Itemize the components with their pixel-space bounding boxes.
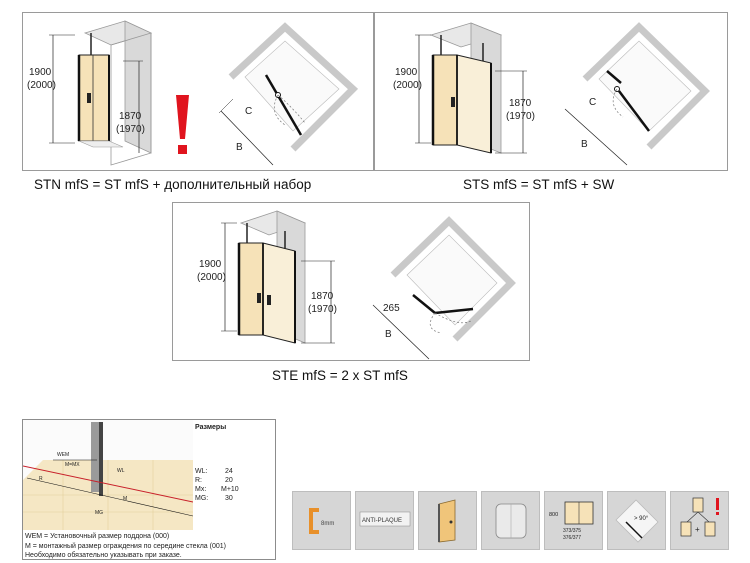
- dimension-800: 800: [549, 512, 558, 518]
- legend-line-wem: WEM = Установочный размер поддона (000): [25, 533, 170, 540]
- label-m: M: [123, 496, 127, 502]
- anti-plaque-tile: ANTI-PLAQUE: [355, 491, 414, 550]
- opening-angle-text: > 90°: [634, 516, 649, 522]
- size-r-value: 20: [225, 477, 233, 484]
- opening-angle-icon: > 90°: [615, 499, 659, 543]
- legend-line-m: M = монтажный размер ограждения по серед…: [25, 542, 226, 550]
- legend-line-note: Необходимо обязательно указывать при зак…: [25, 552, 182, 559]
- ste-label-b: B: [385, 329, 392, 340]
- glass-thickness-icon: 8mm: [309, 508, 334, 534]
- combination-icon: +: [680, 497, 719, 537]
- stn-panel: 1900 (2000) 1870 (1970) C B: [22, 12, 374, 171]
- anti-plaque-icon: ANTI-PLAQUE: [359, 511, 411, 527]
- ste-shower-drawing: 1900 (2000) 1870 (1970) 265 B: [197, 210, 516, 360]
- label-mg: MG: [95, 510, 103, 516]
- ste-caption: STE mfS = 2 x ST mfS: [272, 368, 408, 383]
- stn-label-b: B: [236, 142, 243, 153]
- ste-height-alt-label: (2000): [197, 272, 226, 283]
- label-wem: WEM: [57, 452, 69, 458]
- combination-tile: +: [670, 491, 729, 550]
- size-mg-key: MG:: [195, 495, 209, 502]
- dimension-376-377: 376/377: [563, 535, 581, 541]
- sts-label-c: C: [589, 97, 596, 108]
- stn-height-alt-label: (2000): [27, 80, 56, 91]
- stn-top-view: C B: [218, 22, 359, 166]
- sts-shower-drawing: 1900 (2000) 1870 (1970) C B: [393, 22, 710, 166]
- ste-label-265: 265: [383, 303, 400, 314]
- stn-caption: STN mfS = ST mfS + дополнительный набор: [34, 177, 312, 192]
- anti-plaque-text: ANTI-PLAQUE: [362, 518, 402, 524]
- combination-plus: +: [695, 525, 700, 534]
- size-r-key: R:: [195, 477, 202, 484]
- ste-height-label: 1900: [199, 259, 222, 270]
- size-mx-value: M+10: [221, 486, 239, 493]
- sts-label-b: B: [581, 139, 588, 150]
- install-panel: WEM M=MX R WL M MG Размеры WL: 24 R: 20 …: [22, 419, 276, 560]
- ste-inner-label: 1870: [311, 291, 334, 302]
- label-wl: WL: [117, 468, 125, 474]
- sts-top-view: C B: [564, 22, 710, 166]
- ste-inner-alt-label: (1970): [308, 304, 337, 315]
- ste-enclosure: [237, 210, 307, 344]
- stn-enclosure: [77, 20, 153, 166]
- warning-exclamation-icon: [176, 95, 189, 154]
- opening-angle-tile: > 90°: [607, 491, 666, 550]
- stn-shower-drawing: 1900 (2000) 1870 (1970) C B: [27, 20, 359, 166]
- size-wl-value: 24: [225, 468, 233, 475]
- dimensions-icon: 800 373/375 376/377: [549, 501, 594, 541]
- ste-top-view: 265 B: [372, 216, 516, 360]
- dimension-373-375: 373/375: [563, 528, 581, 534]
- floor-tiles: [23, 460, 193, 530]
- sizes-title: Размеры: [195, 424, 227, 431]
- pivot-door-tile: [418, 491, 477, 550]
- install-legend: WEM = Установочный размер поддона (000) …: [25, 532, 226, 561]
- stn-label-c: C: [245, 106, 252, 117]
- ste-panel: 1900 (2000) 1870 (1970) 265 B: [172, 202, 530, 361]
- sts-inner-label: 1870: [509, 98, 532, 109]
- stn-inner-label: 1870: [119, 111, 142, 122]
- stn-height-label: 1900: [29, 67, 52, 78]
- label-m-mx: M=MX: [65, 462, 80, 468]
- round-profile-icon: [495, 503, 527, 539]
- stn-inner-alt-label: (1970): [116, 124, 145, 135]
- size-wl-key: WL:: [195, 468, 208, 475]
- sts-height-label: 1900: [395, 67, 418, 78]
- round-profile-tile: [481, 491, 540, 550]
- size-mx-key: Mx:: [195, 486, 207, 493]
- pivot-door-icon: [438, 499, 456, 543]
- sts-height-alt-label: (2000): [393, 80, 422, 91]
- dimensions-tile: 800 373/375 376/377: [544, 491, 603, 550]
- glass-thickness-text: 8mm: [321, 521, 334, 527]
- sts-inner-alt-label: (1970): [506, 111, 535, 122]
- sts-enclosure: [429, 22, 503, 154]
- install-drawing: WEM M=MX R WL M MG: [23, 420, 193, 530]
- sts-panel: 1900 (2000) 1870 (1970) C B: [374, 12, 728, 171]
- size-mg-value: 30: [225, 495, 233, 502]
- label-r: R: [39, 476, 43, 482]
- sts-caption: STS mfS = ST mfS + SW: [463, 177, 615, 192]
- glass-thickness-tile: 8mm: [292, 491, 351, 550]
